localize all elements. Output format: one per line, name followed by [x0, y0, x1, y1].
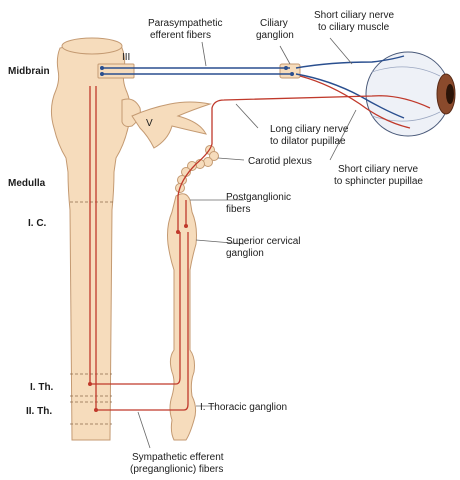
label-short-ciliary-sphincter-line2: to sphincter pupillae [334, 176, 423, 187]
label-midbrain: Midbrain [8, 66, 50, 77]
label-ciliary-ganglion-line1: Ciliary [260, 18, 288, 29]
label-superior-cervical-line1: Superior cervical [226, 236, 300, 247]
label-ic: I. C. [28, 218, 47, 229]
label-medulla: Medulla [8, 178, 46, 189]
eyeball [366, 52, 455, 136]
sympathetic-chain [168, 194, 197, 440]
carotid-plexus [176, 146, 219, 193]
midbrain-cap [62, 38, 122, 54]
label-ith: I. Th. [30, 382, 54, 393]
label-iith: II. Th. [26, 406, 52, 417]
label-postganglionic-line1: Postganglionic [226, 192, 291, 203]
label-ciliary-ganglion-line2: ganglion [256, 30, 294, 41]
label-parasympathetic-line1: Parasympathetic [148, 18, 222, 29]
label-postganglionic-line2: fibers [226, 204, 250, 215]
label-thoracic-ganglion: I. Thoracic ganglion [200, 402, 287, 413]
label-short-ciliary-sphincter-line1: Short ciliary nerve [338, 164, 418, 175]
label-long-ciliary-line2: to dilator pupillae [270, 136, 346, 147]
oculomotor-nucleus-box [98, 64, 134, 78]
label-cn3: III [122, 52, 130, 63]
label-carotid-plexus: Carotid plexus [248, 156, 312, 167]
midbrain-body [51, 40, 130, 440]
label-short-ciliary-muscle-line1: Short ciliary nerve [314, 10, 394, 21]
parasympathetic-pathway [102, 56, 404, 118]
chain-trunk [168, 194, 197, 440]
ciliary-ganglion [280, 64, 300, 78]
label-cn5: V [146, 118, 153, 129]
label-sympathetic-line2: (preganglionic) fibers [130, 464, 223, 475]
trigeminal-ganglion [132, 102, 210, 148]
label-sympathetic-line1: Sympathetic efferent [132, 452, 224, 463]
label-long-ciliary-line1: Long ciliary nerve [270, 124, 349, 135]
label-parasympathetic-line2: efferent fibers [150, 30, 211, 41]
label-short-ciliary-muscle-line2: to ciliary muscle [318, 22, 390, 33]
label-superior-cervical-line2: ganglion [226, 248, 264, 259]
